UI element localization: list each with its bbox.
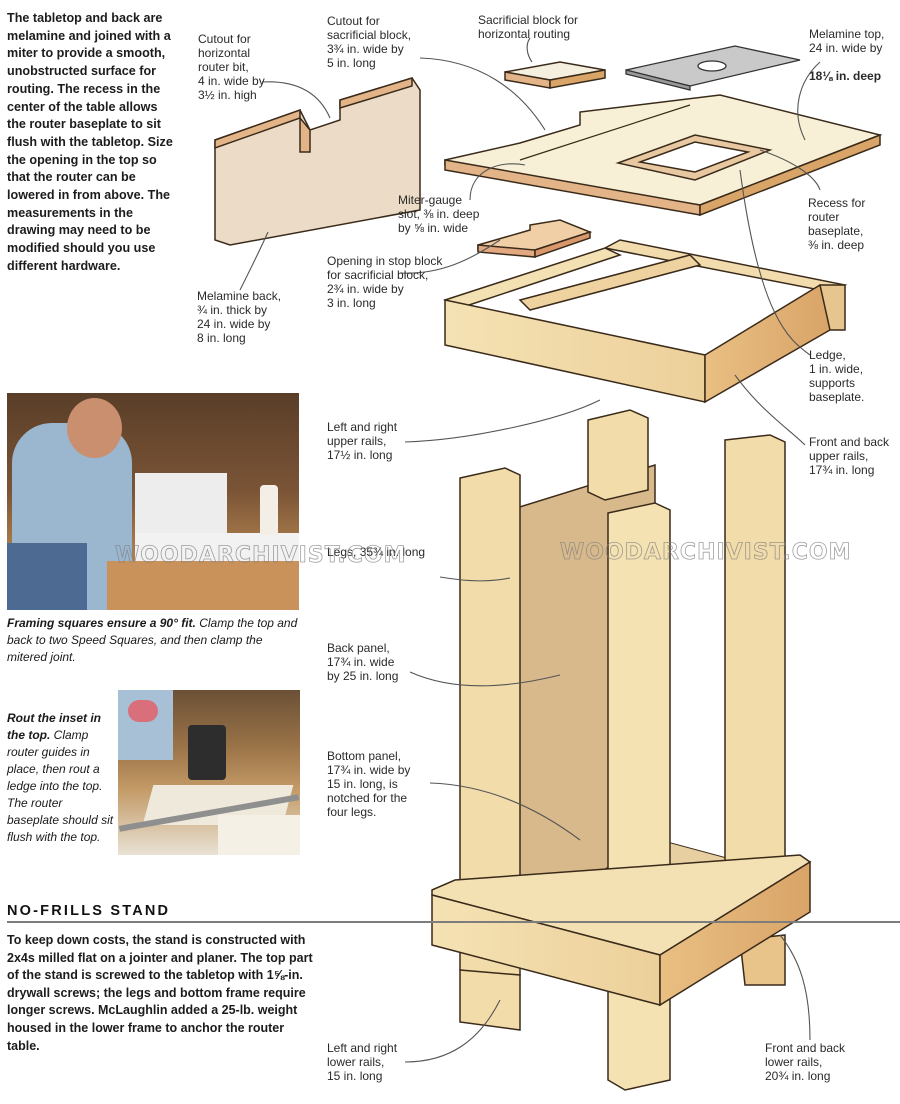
watermark-left: WOODARCHIVIST.COM [115, 543, 407, 569]
label-sacrificial-block: Sacrificial block for horizontal routing [478, 13, 579, 41]
watermark-right: WOODARCHIVIST.COM [560, 540, 852, 566]
label-melamine-top: Melamine top, 24 in. wide by 18⅛ in. dee… [809, 13, 884, 83]
photo-melamine-top [135, 533, 299, 561]
photo-melamine-back [218, 815, 300, 855]
label-melamine-top-line2: 18⅛ in. deep [809, 69, 882, 83]
label-recess: Recess for router baseplate, ⅜ in. deep [808, 196, 866, 252]
photo-workbench [107, 561, 299, 610]
router-baseplate-part [625, 45, 801, 91]
label-opening-stop-block: Opening in stop block for sacrificial bl… [327, 254, 443, 310]
label-bottom-panel: Bottom panel, 17¾ in. wide by 15 in. lon… [327, 749, 411, 819]
photo-router [188, 725, 226, 780]
photo-person-head [67, 398, 122, 458]
caption-framing-bold: Framing squares ensure a 90° fit. [7, 616, 196, 630]
photo-glue-bottle [260, 485, 278, 535]
section-heading-no-frills-stand: NO-FRILLS STAND [7, 903, 900, 923]
photo-framing-squares [7, 393, 299, 610]
upper-frame-part [443, 239, 848, 404]
stop-block-part [477, 219, 593, 259]
label-melamine-back: Melamine back, ¾ in. thick by 24 in. wid… [197, 289, 282, 345]
caption-framing-squares: Framing squares ensure a 90° fit. Clamp … [7, 615, 302, 666]
intro-paragraph: The tabletop and back are melamine and j… [7, 11, 173, 273]
label-left-right-lower-rails: Left and right lower rails, 15 in. long [327, 1041, 398, 1083]
caption-rout-bold: Rout the inset in the top. [7, 711, 101, 742]
section-heading-text: NO-FRILLS STAND [7, 903, 171, 919]
label-ledge: Ledge, 1 in. wide, supports baseplate. [809, 348, 865, 404]
photo-person-jeans [7, 543, 87, 610]
label-left-right-upper-rails: Left and right upper rails, 17½ in. long [327, 420, 398, 462]
melamine-back-part [214, 76, 421, 246]
photo-rout-inset [118, 690, 300, 855]
label-cutout-sacrificial: Cutout for sacrificial block, 3¾ in. wid… [327, 14, 412, 70]
photo-respirator [128, 700, 158, 722]
label-melamine-top-line1: Melamine top, 24 in. wide by [809, 27, 885, 55]
stand-paragraph: To keep down costs, the stand is constru… [7, 933, 313, 1053]
label-front-back-lower-rails: Front and back lower rails, 20¾ in. long [765, 1041, 846, 1083]
caption-rout-rest: Clamp router guides in place, then rout … [7, 728, 114, 844]
label-miter-gauge-slot: Miter-gauge slot, ⅜ in. deep by ⅝ in. wi… [398, 193, 480, 235]
caption-rout-inset: Rout the inset in the top. Clamp router … [7, 710, 115, 846]
caption-framing-rest: Clamp the top and back to two Speed Squa… [7, 616, 298, 664]
sacrificial-block-part [504, 61, 606, 89]
label-legs: Legs, 35¾ in. long [327, 545, 426, 559]
label-back-panel: Back panel, 17¾ in. wide by 25 in. long [327, 641, 399, 683]
melamine-top-part [444, 94, 883, 217]
label-front-back-upper-rails: Front and back upper rails, 17¾ in. long [809, 435, 890, 477]
label-cutout-horizontal: Cutout for horizontal router bit, 4 in. … [198, 32, 265, 102]
